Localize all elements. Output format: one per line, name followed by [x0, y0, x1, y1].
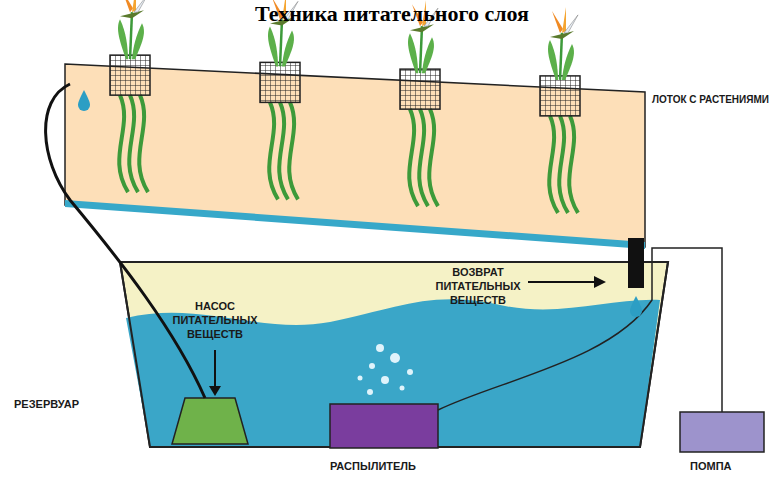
- plant-leaf: [132, 23, 144, 59]
- plant-root: [569, 116, 578, 213]
- plant-root: [419, 109, 428, 206]
- leader-arrow: [528, 281, 598, 283]
- net-pot: [260, 62, 300, 102]
- plant-root: [409, 109, 418, 206]
- supply-hose: [46, 84, 205, 398]
- return-label: ВОЗВРАТ ПИТАТЕЛЬНЫХ ВЕЩЕСТВ: [430, 266, 526, 307]
- plant-root: [279, 102, 288, 199]
- reservoir-body: [120, 262, 668, 447]
- flower-petal: [562, 7, 566, 33]
- flower-bract: [120, 10, 144, 18]
- nutrient-film: [65, 200, 645, 249]
- diagram-title: Техника питательного слоя: [0, 0, 784, 28]
- plant-leaf: [422, 37, 434, 73]
- net-pot: [400, 69, 440, 109]
- air-sprayer: [330, 404, 438, 448]
- nutrient-pump: [172, 398, 248, 444]
- plant-root: [269, 102, 278, 199]
- plant-root: [129, 95, 138, 192]
- plant-leaf: [268, 26, 278, 66]
- plant-leaf: [548, 40, 558, 80]
- reservoir-label: РЕЗЕРВУАР: [14, 398, 79, 412]
- plant-root: [139, 95, 148, 192]
- nutrient-water: [126, 299, 660, 447]
- flower-petal: [564, 15, 578, 33]
- flower-bract: [550, 31, 574, 39]
- plant-root: [559, 116, 568, 213]
- plant-root: [429, 109, 438, 206]
- water-drop: [78, 90, 90, 111]
- flower-petal: [134, 0, 148, 12]
- plant-root: [289, 102, 298, 199]
- tray-label: ЛОТОК С РАСТЕНИЯМИ: [652, 94, 780, 107]
- plant-leaf: [282, 30, 294, 66]
- plant-stem: [130, 12, 132, 59]
- flower-petal: [122, 0, 133, 12]
- plant-root: [119, 95, 128, 192]
- plant-stem: [280, 19, 282, 66]
- sprayer-label: РАСПЫЛИТЕЛЬ: [330, 460, 416, 474]
- plant-stem: [560, 33, 562, 80]
- net-pot: [540, 76, 580, 116]
- pump-label: НАСОС ПИТАТЕЛЬНЫХ ВЕЩЕСТВ: [160, 300, 270, 341]
- plant-root: [549, 116, 558, 213]
- plant-leaf: [118, 19, 128, 59]
- water-drop: [630, 296, 642, 317]
- plant-leaf: [562, 44, 574, 80]
- plant-leaf: [408, 33, 418, 73]
- air-bubbles: [358, 344, 414, 395]
- plant-stem: [420, 26, 422, 73]
- air-pump-label: ПОМПА: [690, 460, 731, 474]
- leader-arrow: [214, 350, 216, 392]
- plant-tray: [65, 64, 645, 247]
- return-pipe: [628, 238, 644, 288]
- flower-petal: [552, 11, 563, 33]
- air-pump: [680, 412, 764, 452]
- net-pot: [110, 55, 150, 95]
